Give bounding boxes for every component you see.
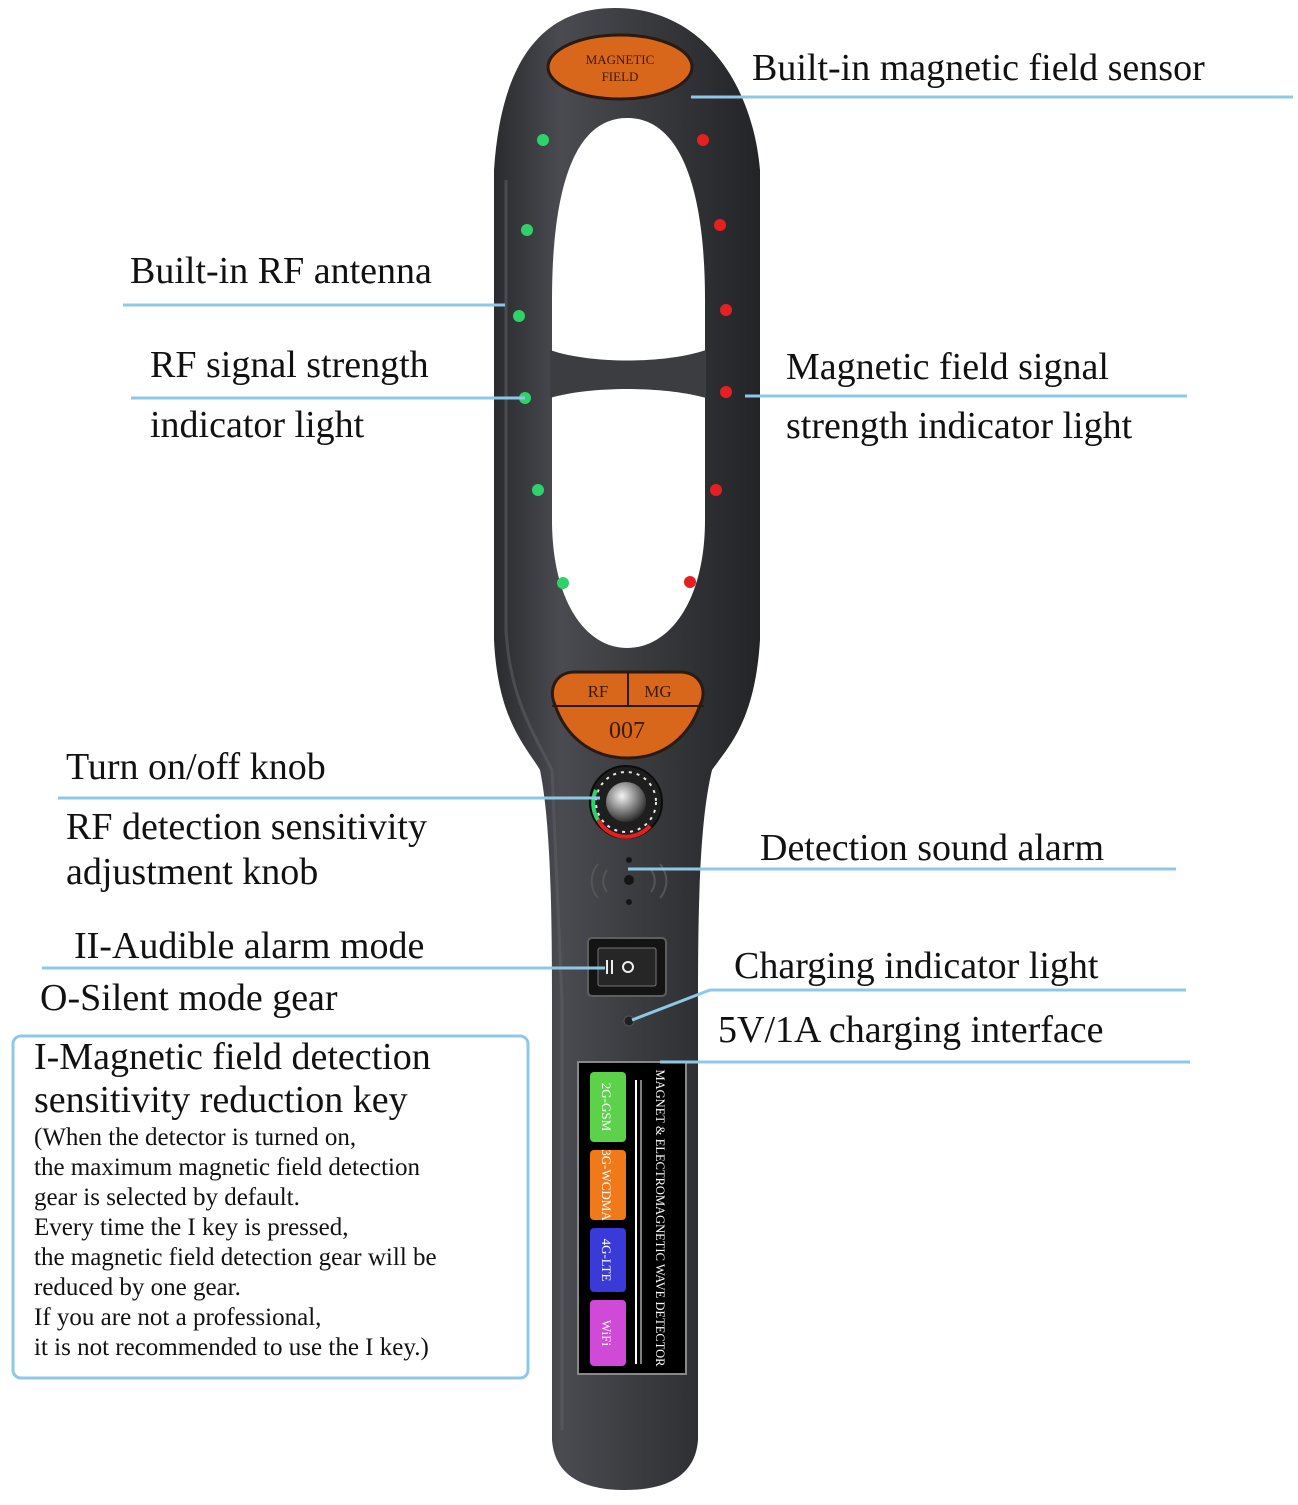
mode-badge-rf: RF	[588, 682, 609, 701]
mg-led	[697, 134, 709, 146]
mg-led	[710, 484, 722, 496]
label-mg-signal-line2: strength indicator light	[786, 405, 1133, 447]
band-wifi	[590, 1300, 626, 1366]
mg-led-column	[684, 134, 732, 588]
model-number: 007	[609, 718, 645, 744]
note-line: it is not recommended to use the I key.)	[34, 1334, 429, 1361]
leader-lines	[42, 95, 1293, 1064]
rf-led	[557, 577, 569, 589]
label-mg-signal-line1: Magnetic field signal	[786, 346, 1109, 388]
label-power-knob: Turn on/off knob	[66, 746, 326, 788]
note-title-line2: sensitivity reduction key	[34, 1079, 408, 1121]
band-2g-label: 2G-GSM	[599, 1083, 614, 1132]
note-line: reduced by one gear.	[34, 1274, 241, 1301]
rf-led	[532, 484, 544, 496]
badge-line-1: MAGNETIC	[586, 52, 655, 67]
band-4g	[590, 1228, 626, 1292]
rf-led	[513, 310, 525, 322]
body-highlight	[504, 180, 564, 1430]
callout-labels: Built-in magnetic field sensor Built-in …	[40, 47, 1205, 1051]
note-line: the maximum magnetic field detection	[34, 1154, 420, 1181]
band-2g	[590, 1072, 626, 1142]
sensitivity-knob[interactable]	[589, 765, 663, 839]
note-box	[11, 1034, 530, 1380]
band-3g-label: 3G-WCDMA	[599, 1149, 614, 1221]
mg-led	[720, 304, 732, 316]
note-title-line1: I-Magnetic field detection	[34, 1036, 431, 1078]
leader-charging-light	[631, 988, 1186, 1022]
label-silent-mode: O-Silent mode gear	[40, 977, 338, 1019]
handle-crossbar	[550, 350, 706, 398]
label-rf-sensitivity-line1: RF detection sensitivity	[66, 806, 427, 848]
badge-line-2: FIELD	[602, 69, 639, 84]
mg-led	[720, 386, 732, 398]
note-line: (When the detector is turned on,	[34, 1124, 356, 1151]
label-rf-signal-line1: RF signal strength	[150, 344, 429, 386]
charging-led	[623, 1015, 635, 1027]
band-4g-label: 4G-LTE	[599, 1239, 614, 1282]
mode-badge: RF MG 007	[550, 670, 705, 760]
label-rf-antenna: Built-in RF antenna	[130, 250, 432, 292]
note-line: the magnetic field detection gear will b…	[34, 1244, 437, 1271]
frequency-panel: 2G-GSM 3G-WCDMA 4G-LTE WiFi MAGNET & ELE…	[577, 1061, 687, 1375]
note-line: gear is selected by default.	[34, 1184, 300, 1211]
band-3g	[590, 1150, 626, 1220]
mode-switch[interactable]	[587, 937, 667, 997]
rf-led	[537, 134, 549, 146]
detector-device: MAGNETIC FIELD RF MG 007	[494, 8, 760, 1490]
mg-led	[714, 219, 726, 231]
speaker-grille	[590, 857, 668, 905]
mode-badge-mg: MG	[644, 682, 671, 701]
sensitivity-note: I-Magnetic field detection sensitivity r…	[11, 1034, 530, 1380]
band-wifi-label: WiFi	[599, 1320, 614, 1347]
panel-title: MAGNET & ELECTROMAGNETIC WAVE DETECTOR	[653, 1070, 667, 1368]
note-line: If you are not a professional,	[34, 1304, 321, 1331]
label-rf-signal-line2: indicator light	[150, 404, 365, 446]
knob-cap[interactable]	[606, 782, 646, 822]
magnetic-field-badge: MAGNETIC FIELD	[546, 33, 694, 101]
label-magnetic-sensor: Built-in magnetic field sensor	[752, 47, 1205, 89]
rf-led	[521, 224, 533, 236]
mg-led	[684, 576, 696, 588]
label-charging-light: Charging indicator light	[734, 945, 1099, 987]
note-line: Every time the I key is pressed,	[34, 1214, 349, 1241]
label-rf-sensitivity-line2: adjustment knob	[66, 851, 318, 893]
label-charging-port: 5V/1A charging interface	[718, 1009, 1104, 1051]
label-sound-alarm: Detection sound alarm	[760, 827, 1104, 869]
label-audible-mode: II-Audible alarm mode	[74, 925, 424, 967]
